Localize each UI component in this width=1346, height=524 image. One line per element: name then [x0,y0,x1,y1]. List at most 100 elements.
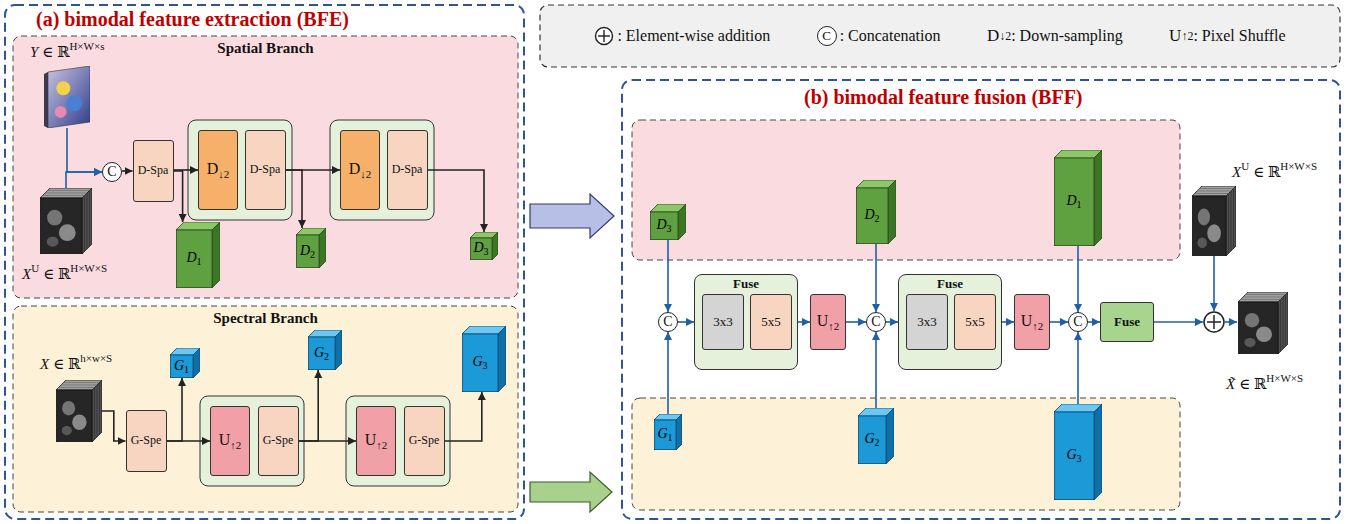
legend-text: : Concatenation [840,27,941,45]
fuse-group: Fuse3x35x5 [694,274,798,370]
math-label: X∈ ℝh×w×S [40,352,112,373]
box-label: 5x5 [965,315,985,330]
scene-blob [59,224,76,241]
cube-front-face [176,230,212,288]
text-run: Spectral Branch [213,310,318,326]
process-box: 3x3 [702,294,744,350]
text-run: 3x3 [713,314,733,329]
cube-front-face [858,416,886,464]
legend-box [540,5,1340,67]
cube-front-face [856,188,888,244]
legend-symbol-text: U [1169,26,1181,46]
text-run: G [1066,447,1076,462]
process-box: D↓2 [198,130,238,210]
concat-symbol: C [817,26,837,46]
cube-label: G3 [1066,447,1081,465]
feature-cube: G3 [1054,404,1102,500]
connector [66,172,102,188]
text-run: 1 [668,432,673,443]
hyperspectral-cube [1238,292,1288,354]
scene-blob [47,237,59,247]
band-stripe [61,385,97,386]
cube-side-face [319,228,326,268]
band-stripe [59,387,95,388]
text-run: U [1021,312,1033,329]
cube-drawing [858,408,894,464]
feature-cube: G1 [654,414,682,450]
box-label: D-Spa [392,163,423,177]
band-stripe [1200,188,1234,189]
connector [299,440,357,442]
scene-blob [1207,224,1221,242]
math-label: Y∈ ℝH×W×s [30,40,104,61]
text-run: U [219,431,231,448]
add-symbol [1213,315,1215,329]
wire [1213,256,1215,311]
band-stripe [99,383,100,435]
feature-cube: D3 [650,204,686,240]
band-stripe [97,385,98,437]
add-symbol [604,30,605,42]
band-stripe [84,196,85,252]
legend-symbol-text: ↑2 [1181,29,1193,44]
cube-side-face [886,408,894,464]
scene-blob [72,414,86,430]
panel: (b) bimodal feature fusion (BFF)D3D2D1XU… [622,80,1340,519]
box-label: G-Spe [131,434,162,448]
cube-drawing [1054,404,1102,500]
process-box: U↑2 [810,294,846,350]
hyperspectral-cube [40,188,92,254]
text-run: 2 [875,213,880,224]
wire [1154,321,1203,323]
cube-side-face [678,204,686,240]
hyperspectral-cube [1192,186,1236,256]
connector [67,128,102,172]
legend-symbol-text: D [987,26,999,46]
process-box: U↑2 [356,406,396,476]
box-label: D-Spa [250,163,281,177]
process-box: D-Spa [133,140,174,202]
text-run: H×W×s [69,40,104,52]
box-label: G-Spe [409,434,440,448]
text-run: G [657,426,667,441]
cube-label: G2 [314,345,329,363]
concat-circle: C [1068,312,1088,332]
band-title: Spectral Branch [13,310,518,327]
feature-cube: D1 [176,222,220,288]
connector [1050,321,1068,323]
scene-blob [47,210,62,226]
text-run: 3x3 [917,314,937,329]
text-run: D [864,207,874,222]
legend-item: U↑2: Pixel Shuffle [1169,26,1285,46]
band-stripe [1228,194,1229,254]
band-stripe [89,191,90,247]
cube-side-face [335,330,342,370]
connector [299,370,319,441]
band-stripe [1283,297,1284,349]
connector [875,332,877,408]
cube-label: D2 [300,243,315,261]
cube-front-face [56,390,92,442]
text-run: D [349,160,361,177]
cube-label: G2 [864,431,879,449]
cube-drawing [462,326,506,392]
band-stripe [64,382,100,383]
feature-cube: G2 [308,330,342,370]
text-run: 3 [1077,453,1082,464]
text-run: ∈ ℝ [1253,164,1280,180]
text-run: H×W×S [1280,160,1317,172]
cube-label: D2 [864,207,879,225]
band-stripe [43,195,85,196]
cube-drawing [308,330,342,370]
text-run: D-Spa [250,162,281,176]
flow-arrow [530,194,614,238]
text-run: G [314,345,324,360]
text-run: X [40,356,49,372]
box-label: U↑2 [1021,312,1044,333]
connector [167,378,183,441]
scene-blob [1198,209,1210,226]
legend-text: : Element-wise addition [617,27,770,45]
legend-item: D↓2: Down-sampling [987,26,1123,46]
process-box: Fuse [1100,302,1154,342]
